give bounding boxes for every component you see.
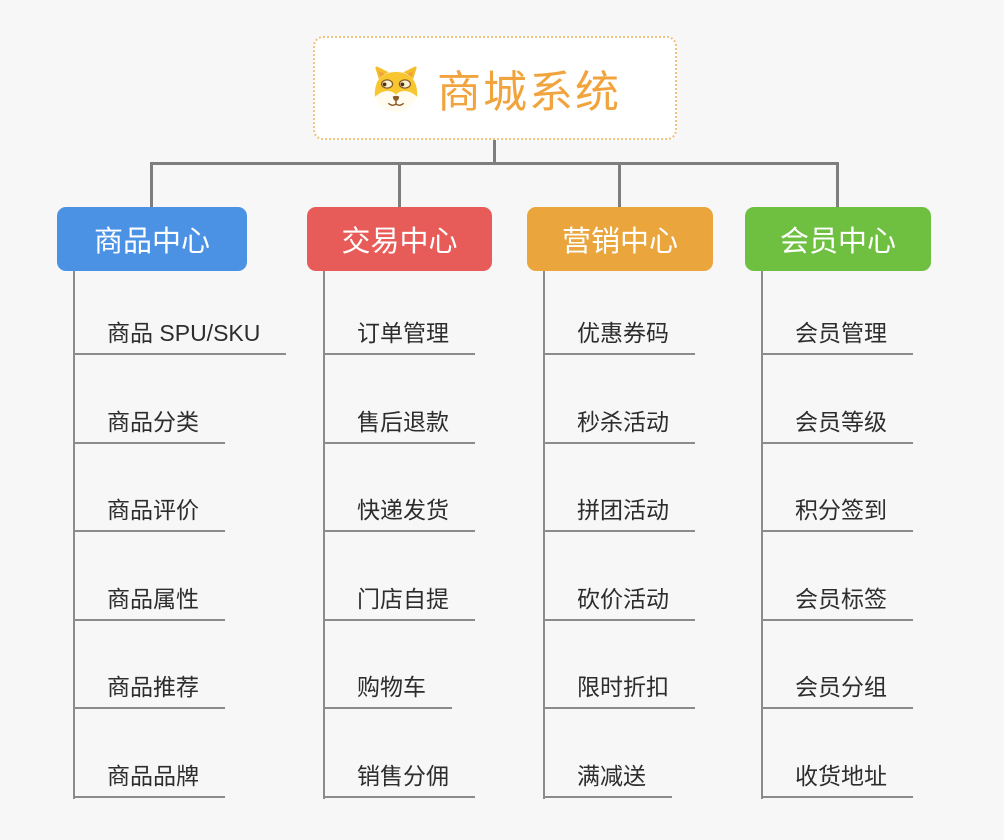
leaf-item[interactable]: 积分签到 [761,494,913,532]
leaf-item[interactable]: 门店自提 [323,583,475,621]
leaf-item[interactable]: 商品推荐 [73,671,225,709]
connector-drop-member [836,162,839,208]
branch-node-marketing[interactable]: 营销中心 [527,207,713,271]
leaf-item[interactable]: 购物车 [323,671,452,709]
connector-drop-marketing [618,162,621,208]
leaf-item[interactable]: 拼团活动 [543,494,695,532]
leaf-item[interactable]: 订单管理 [323,317,475,355]
connector-horizontal [150,162,839,165]
leaf-item[interactable]: 优惠券码 [543,317,695,355]
leaf-item[interactable]: 会员分组 [761,671,913,709]
branch-node-member[interactable]: 会员中心 [745,207,931,271]
leaf-item[interactable]: 商品属性 [73,583,225,621]
root-title: 商城系统 [437,68,621,117]
branch-spine-goods [73,271,75,799]
branch-spine-trade [323,271,325,799]
leaf-item[interactable]: 会员标签 [761,583,913,621]
branch-node-trade[interactable]: 交易中心 [307,207,492,271]
leaf-item[interactable]: 快递发货 [323,494,475,532]
leaf-item[interactable]: 销售分佣 [323,760,475,798]
connector-drop-goods [150,162,153,208]
leaf-item[interactable]: 售后退款 [323,406,475,444]
leaf-item[interactable]: 满减送 [543,760,672,798]
connector-drop-trade [398,162,401,208]
branch-spine-member [761,271,763,799]
leaf-item[interactable]: 秒杀活动 [543,406,695,444]
doge-icon [374,66,418,113]
leaf-item[interactable]: 限时折扣 [543,671,695,709]
leaf-item[interactable]: 收货地址 [761,760,913,798]
branch-node-goods[interactable]: 商品中心 [57,207,247,271]
branch-spine-marketing [543,271,545,799]
root-node[interactable]: 商城系统 [313,36,677,140]
leaf-item[interactable]: 商品评价 [73,494,225,532]
leaf-item[interactable]: 会员管理 [761,317,913,355]
leaf-item[interactable]: 砍价活动 [543,583,695,621]
connector-root-drop [493,140,496,165]
leaf-item[interactable]: 商品 SPU/SKU [73,317,287,355]
leaf-item[interactable]: 商品分类 [73,406,225,444]
leaf-item[interactable]: 会员等级 [761,406,913,444]
leaf-item[interactable]: 商品品牌 [73,760,225,798]
